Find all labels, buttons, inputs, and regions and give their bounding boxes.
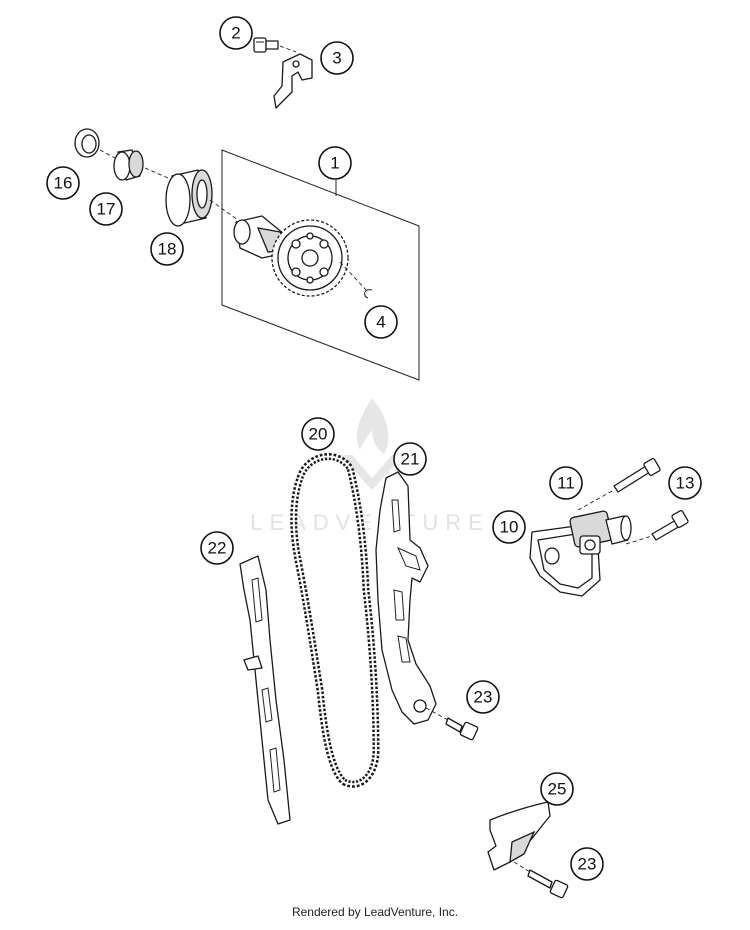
callout-3[interactable]: 3 bbox=[320, 41, 354, 75]
part-4-circlip bbox=[364, 289, 373, 299]
svg-text:LEADVENTURE: LEADVENTURE bbox=[250, 510, 490, 535]
callout-4[interactable]: 4 bbox=[364, 305, 398, 339]
svg-text:20: 20 bbox=[309, 425, 328, 444]
svg-text:16: 16 bbox=[54, 174, 73, 193]
part-25-guide-shoe bbox=[487, 801, 551, 871]
svg-text:23: 23 bbox=[474, 688, 493, 707]
part-1-camshaft-kit-frame bbox=[221, 149, 420, 381]
part-18-large-bearing bbox=[165, 169, 213, 227]
callout-13[interactable]: 13 bbox=[668, 466, 702, 500]
callout-25[interactable]: 25 bbox=[540, 772, 574, 806]
part-21-tensioner-rail bbox=[375, 471, 437, 725]
callout-23-lower[interactable]: 23 bbox=[570, 847, 604, 881]
callout-1[interactable]: 1 bbox=[318, 146, 352, 180]
svg-text:1: 1 bbox=[330, 154, 339, 173]
part-10-chain-tensioner bbox=[529, 510, 632, 597]
svg-text:25: 25 bbox=[548, 780, 567, 799]
part-16-seal-ring bbox=[74, 128, 100, 158]
svg-text:10: 10 bbox=[500, 518, 519, 537]
callout-11[interactable]: 11 bbox=[549, 466, 583, 500]
svg-text:22: 22 bbox=[208, 539, 227, 558]
part-20-timing-chain bbox=[290, 453, 380, 788]
callout-10[interactable]: 10 bbox=[492, 510, 526, 544]
part-13-tensioner-bolt bbox=[651, 510, 689, 541]
part-23-bolt-upper bbox=[445, 717, 479, 741]
part-3-bracket bbox=[273, 53, 313, 109]
svg-text:17: 17 bbox=[97, 200, 116, 219]
svg-text:2: 2 bbox=[231, 24, 240, 43]
part-23-bolt-lower bbox=[527, 869, 569, 899]
svg-text:13: 13 bbox=[676, 474, 695, 493]
callout-18[interactable]: 18 bbox=[150, 232, 184, 266]
svg-text:21: 21 bbox=[401, 450, 420, 469]
part-22-guide-rail bbox=[239, 555, 291, 825]
callout-22[interactable]: 22 bbox=[200, 531, 234, 565]
svg-text:4: 4 bbox=[376, 313, 385, 332]
callout-21[interactable]: 21 bbox=[393, 442, 427, 476]
callout-23-upper[interactable]: 23 bbox=[466, 680, 500, 714]
svg-text:18: 18 bbox=[158, 240, 177, 259]
svg-text:3: 3 bbox=[332, 49, 341, 68]
camshaft-assembly bbox=[233, 215, 349, 297]
part-11-tensioner-bolt bbox=[613, 458, 661, 493]
callout-2[interactable]: 2 bbox=[219, 16, 253, 50]
part-17-bearing bbox=[113, 149, 144, 181]
svg-text:11: 11 bbox=[557, 474, 575, 493]
callout-20[interactable]: 20 bbox=[301, 417, 335, 451]
leadventure-watermark: LEADVENTURE bbox=[250, 398, 490, 535]
part-2-bolt bbox=[253, 37, 279, 53]
render-credit: Rendered by LeadVenture, Inc. bbox=[291, 905, 459, 919]
svg-text:23: 23 bbox=[578, 855, 597, 874]
callout-17[interactable]: 17 bbox=[89, 192, 123, 226]
callout-16[interactable]: 16 bbox=[46, 166, 80, 200]
